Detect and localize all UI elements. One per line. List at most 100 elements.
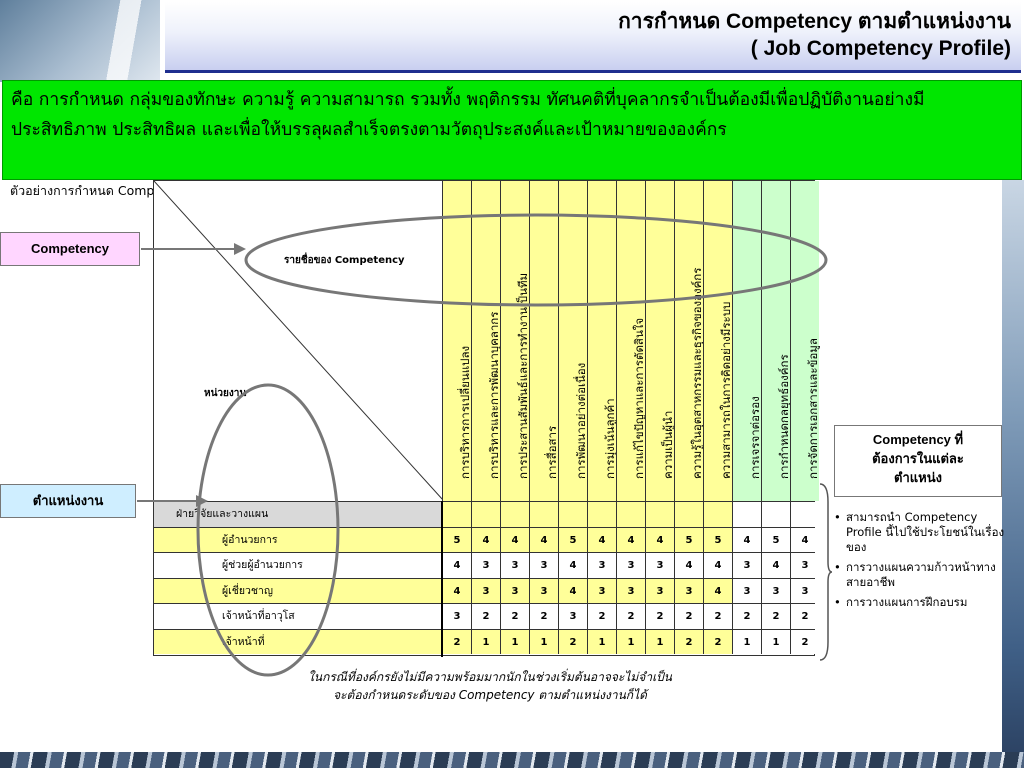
definition-box: คือ การกำหนด กลุ่มของทักษะ ความรู้ ความส… [2, 80, 1022, 180]
position-label: เจ้าหน้าที่ [154, 629, 442, 654]
level-cell: 4 [703, 553, 732, 578]
level-cell: 4 [616, 527, 645, 552]
level-cell: 2 [761, 604, 790, 629]
footnote-line-2: จะต้องกำหนดระดับของ Competency ตามตำแหน่… [333, 688, 647, 702]
competency-list-title: รายชื่อของ Competency [284, 255, 405, 266]
header-diagonal-line [154, 181, 444, 501]
list-item: สามารถนำ Competency Profile นี้ไปใช้ประโ… [832, 510, 1008, 555]
position-label: ผู้ช่วยผู้อำนวยการ [154, 553, 442, 578]
level-cell: 3 [790, 578, 819, 603]
competency-header-cell: การบริหารการเปลี่ยนแปลง [442, 181, 472, 501]
level-cell: 4 [442, 553, 471, 578]
level-cell: 4 [587, 527, 616, 552]
level-cell: 3 [529, 553, 558, 578]
level-cell: 1 [529, 629, 558, 654]
level-cell: 4 [558, 553, 587, 578]
level-cell: 1 [471, 629, 500, 654]
level-cell: 2 [703, 629, 732, 654]
level-cell: 3 [442, 604, 471, 629]
table-cell [616, 502, 645, 527]
competency-header-cell: ความรู้ในอุตสาหกรรมและธุรกิจขององค์กร [674, 181, 704, 501]
level-cell: 4 [674, 553, 703, 578]
competency-header-cell: การประสานสัมพันธ์และการทำงานเป็นทีม [500, 181, 530, 501]
table-cell [558, 502, 587, 527]
footnote: ในกรณีที่องค์กรยังไม่มีความพร้อมมากนักใน… [230, 668, 750, 704]
level-cell: 1 [732, 629, 761, 654]
footnote-line-1: ในกรณีที่องค์กรยังไม่มีความพร้อมมากนักใน… [308, 670, 672, 684]
level-cell: 4 [790, 527, 819, 552]
list-item: การวางแผนการฝึกอบรม [832, 595, 1008, 610]
level-cell: 4 [645, 527, 674, 552]
competency-name: การจัดการเอกสารและข้อมูล [806, 338, 820, 479]
level-cell: 5 [558, 527, 587, 552]
level-cell: 3 [790, 553, 819, 578]
level-cell: 3 [645, 578, 674, 603]
decorative-side-graphic [1002, 180, 1024, 768]
level-cell: 4 [558, 578, 587, 603]
level-cell: 1 [761, 629, 790, 654]
level-cell: 3 [761, 578, 790, 603]
title-line-1: การกำหนด Competency ตามตำแหน่งงาน [618, 10, 1011, 33]
level-cell: 3 [616, 578, 645, 603]
table-cell [645, 502, 674, 527]
level-cell: 2 [790, 629, 819, 654]
level-cell: 3 [471, 553, 500, 578]
position-label: ผู้เชี่ยวชาญ [154, 578, 442, 603]
level-cell: 2 [790, 604, 819, 629]
level-cell: 2 [616, 604, 645, 629]
level-cell: 4 [529, 527, 558, 552]
title-line-2: ( Job Competency Profile) [750, 37, 1011, 60]
level-cell: 3 [558, 604, 587, 629]
required-competency-box: Competency ที่ ต้องการในแต่ละ ตำแหน่ง [834, 425, 1002, 497]
level-cell: 4 [442, 578, 471, 603]
level-cell: 1 [587, 629, 616, 654]
level-cell: 3 [529, 578, 558, 603]
list-item: การวางแผนความก้าวหน้าทางสายอาชีพ [832, 560, 1008, 590]
competency-table: รายชื่อของ Competency หน่วยงาน การบริหาร… [153, 180, 820, 657]
level-cell: 3 [674, 578, 703, 603]
level-cell: 2 [529, 604, 558, 629]
competency-header-cell: ความสามารถในการคิดอย่างมีระบบ [703, 181, 733, 501]
level-cell: 1 [616, 629, 645, 654]
benefit-list: สามารถนำ Competency Profile นี้ไปใช้ประโ… [832, 510, 1008, 615]
level-cell: 1 [645, 629, 674, 654]
table-cell [442, 502, 471, 527]
level-cell: 4 [471, 527, 500, 552]
table-cell [703, 502, 732, 527]
position-label: ผู้อำนวยการ [154, 527, 442, 552]
slide-title: การกำหนด Competency ตามตำแหน่งงาน ( Job … [165, 2, 1021, 70]
level-cell: 4 [500, 527, 529, 552]
level-cell: 2 [558, 629, 587, 654]
level-cell: 2 [674, 604, 703, 629]
level-cell: 3 [587, 578, 616, 603]
table-cell [761, 502, 790, 527]
level-cell: 5 [703, 527, 732, 552]
position-label: เจ้าหน้าที่อาวุโส [154, 604, 442, 629]
competency-header-cell: การบริหารและการพัฒนาบุคลากร [471, 181, 501, 501]
level-cell: 2 [674, 629, 703, 654]
level-cell: 3 [500, 578, 529, 603]
level-cell: 3 [732, 553, 761, 578]
competency-header-cell: การจัดการเอกสารและข้อมูล [790, 181, 820, 501]
table-row-group: ฝ่ายวิจัยและวางแผน [154, 501, 819, 527]
decorative-footer-graphic [0, 752, 1024, 768]
level-cell: 2 [587, 604, 616, 629]
table-cell [587, 502, 616, 527]
level-cell: 5 [442, 527, 471, 552]
level-cell: 2 [500, 604, 529, 629]
level-cell: 1 [500, 629, 529, 654]
level-cell: 2 [732, 604, 761, 629]
level-cell: 5 [761, 527, 790, 552]
table-cell [500, 502, 529, 527]
level-cell: 4 [703, 578, 732, 603]
position-tag: ตำแหน่งงาน [0, 484, 136, 518]
side-box-line-2: ต้องการในแต่ละ [872, 451, 964, 466]
level-cell: 5 [674, 527, 703, 552]
competency-header-cell: ความเป็นผู้นำ [645, 181, 675, 501]
side-box-line-3: ตำแหน่ง [894, 470, 942, 485]
